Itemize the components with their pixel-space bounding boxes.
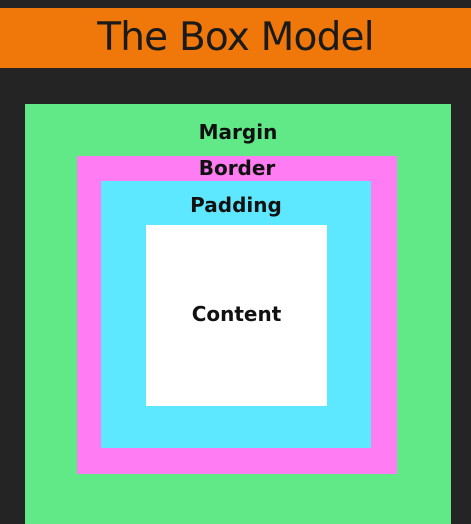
- content-layer: [146, 225, 327, 406]
- padding-label: Padding: [190, 193, 282, 217]
- content-label: Content: [191, 302, 282, 326]
- border-label: Border: [198, 156, 276, 180]
- page-title: The Box Model: [97, 15, 374, 60]
- title-bar: The Box Model: [0, 8, 471, 68]
- margin-label: Margin: [198, 120, 278, 144]
- top-dark-strip: [0, 0, 471, 8]
